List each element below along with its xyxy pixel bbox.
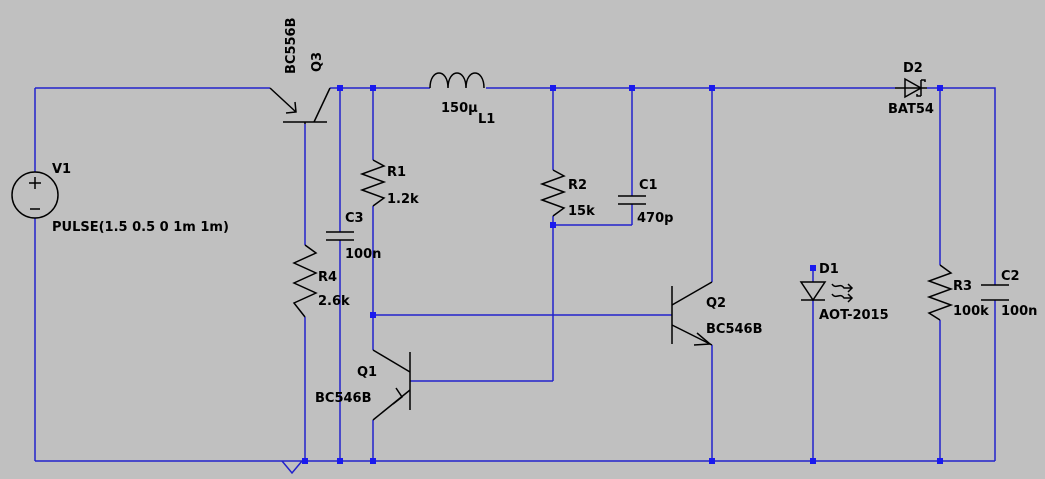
q3-model: BC556B — [284, 18, 299, 75]
r2-name: R2 — [568, 178, 587, 193]
v1-name: V1 — [52, 162, 71, 177]
q2-model: BC546B — [706, 322, 763, 337]
c3-value: 100n — [345, 247, 381, 262]
q2-name: Q2 — [706, 296, 726, 311]
d2-model: BAT54 — [888, 102, 934, 117]
capacitor-c3[interactable] — [326, 231, 354, 241]
transistor-q1[interactable] — [372, 349, 411, 421]
r1-value: 1.2k — [387, 192, 419, 207]
r2-value: 15k — [568, 204, 595, 219]
c1-value: 470p — [637, 211, 673, 226]
transistor-q2[interactable] — [671, 281, 713, 346]
junctions — [302, 85, 943, 464]
q1-model: BC546B — [315, 391, 372, 406]
resistor-r3[interactable] — [926, 264, 954, 321]
r4-value: 2.6k — [318, 294, 350, 309]
c2-name: C2 — [1001, 269, 1020, 284]
led-d1[interactable] — [799, 281, 854, 303]
l1-name: L1 — [478, 112, 495, 127]
r4-name: R4 — [318, 270, 337, 285]
ground-symbol — [281, 460, 303, 475]
q1-name: Q1 — [357, 365, 377, 380]
resistor-r4[interactable] — [292, 244, 318, 318]
c3-name: C3 — [345, 211, 364, 226]
r3-name: R3 — [953, 279, 972, 294]
c1-name: C1 — [639, 178, 658, 193]
r1-name: R1 — [387, 165, 406, 180]
d1-name: D1 — [819, 262, 839, 277]
resistor-r2[interactable] — [539, 169, 567, 217]
d2-name: D2 — [903, 61, 923, 76]
schottky-diode-d2[interactable] — [895, 77, 927, 99]
r3-value: 100k — [953, 304, 989, 319]
d1-model: AOT-2015 — [819, 308, 889, 323]
resistor-r1[interactable] — [359, 159, 387, 207]
wires — [34, 87, 996, 462]
capacitor-c2[interactable] — [981, 284, 1009, 301]
inductor-l1[interactable] — [429, 72, 485, 89]
capacitor-c1[interactable] — [618, 195, 646, 205]
q3-name: Q3 — [310, 52, 325, 72]
voltage-source-v1[interactable] — [11, 171, 59, 219]
transistor-q3[interactable] — [269, 87, 331, 124]
v1-value: PULSE(1.5 0.5 0 1m 1m) — [52, 220, 229, 235]
c2-value: 100n — [1001, 304, 1037, 319]
l1-value: 150µ — [441, 101, 478, 116]
